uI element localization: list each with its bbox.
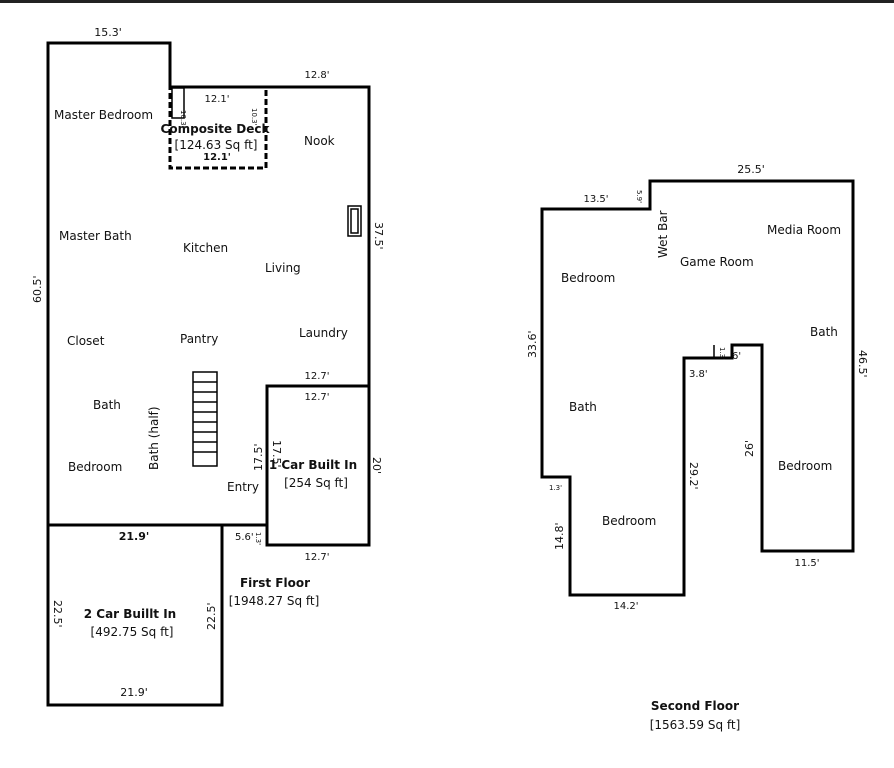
room-master-bedroom: Master Bedroom <box>54 108 153 122</box>
room-bedroom-top: Bedroom <box>561 271 615 285</box>
room-bath-half: Bath (half) <box>147 406 161 470</box>
ff-dim-entry-small: 1.3' <box>254 532 262 545</box>
garage2-dim-top: 21.9' <box>119 530 150 543</box>
deck-step <box>171 87 185 119</box>
room-entry: Entry <box>227 480 259 494</box>
room-closet: Closet <box>67 334 105 348</box>
room-bedroom-right: Bedroom <box>778 459 832 473</box>
sf-dim-inner-top: 6' <box>732 351 741 362</box>
garage1-dim-right: 20' <box>370 457 383 474</box>
room-laundry: Laundry <box>299 326 348 340</box>
sf-dim-inner-left: 29.2' <box>687 462 700 490</box>
sf-dim-bottom-right: 11.5' <box>794 558 819 569</box>
second-floor: Wet Bar Game Room Media Room Bedroom Bat… <box>526 163 869 732</box>
one-car-garage-outline <box>265 384 371 547</box>
deck-title: Composite Deck <box>161 122 271 136</box>
garage1-dim-left-inner: 17.5' <box>270 440 283 468</box>
deck-dim-bottom: 12.1' <box>203 152 231 163</box>
room-bath: Bath <box>93 398 121 412</box>
second-floor-area: [1563.59 Sq ft] <box>650 718 741 732</box>
ff-dim-top-left: 15.3' <box>94 26 122 39</box>
deck-dim-left: 10.3' <box>179 110 187 128</box>
room-bath-left: Bath <box>569 400 597 414</box>
deck-dim-top: 12.1' <box>204 94 229 105</box>
sf-dim-inner-right: 26' <box>743 440 756 457</box>
room-kitchen: Kitchen <box>183 241 228 255</box>
first-floor-area: [1948.27 Sq ft] <box>229 594 320 608</box>
room-pantry: Pantry <box>180 332 218 346</box>
second-floor-title: Second Floor <box>651 699 739 713</box>
garage1-dim-bottom: 12.7' <box>304 552 329 563</box>
first-floor-title: First Floor <box>240 576 310 590</box>
stairs <box>192 371 218 467</box>
garage1-dim-left: 17.5' <box>252 443 265 471</box>
garage2-dim-right: 22.5' <box>205 602 218 630</box>
first-floor: Master Bedroom Master Bath Kitchen Livin… <box>31 26 385 707</box>
room-bedroom: Bedroom <box>68 460 122 474</box>
room-nook: Nook <box>304 134 335 148</box>
ff-dim-left: 60.5' <box>31 275 44 303</box>
sf-dim-bottom-mid: 14.2' <box>613 601 638 612</box>
fireplace-symbol <box>347 205 362 237</box>
room-bath-right: Bath <box>810 325 838 339</box>
sf-dim-inner-step: 3.8' <box>689 369 708 380</box>
garage1-dim-top-inner: 12.7' <box>304 392 329 403</box>
ff-dim-entry-width: 5.6' <box>235 532 254 543</box>
composite-deck-outline <box>168 85 268 170</box>
deck-area: [124.63 Sq ft] <box>175 138 258 152</box>
room-master-bath: Master Bath <box>59 229 132 243</box>
garage2-dim-left: 22.5' <box>51 600 64 628</box>
two-car-garage-outline <box>46 523 224 707</box>
sf-dim-inner-small: 1.3' <box>718 347 726 360</box>
second-floor-outline <box>540 179 855 597</box>
sf-dim-step: 5.9' <box>635 190 643 203</box>
fireplace-inner <box>350 208 359 234</box>
sf-dim-small-left: 1.3' <box>549 484 562 492</box>
garage1-title: 1 Car Built In <box>269 458 357 472</box>
ff-dim-right: 37.5' <box>372 222 385 250</box>
sf-dim-left: 33.6' <box>526 330 539 358</box>
sf-dim-top: 25.5' <box>737 163 765 176</box>
ff-dim-top-right: 12.8' <box>304 70 329 81</box>
garage2-dim-bottom: 21.9' <box>120 686 148 699</box>
room-living: Living <box>265 261 301 275</box>
sf-dim-right: 46.5' <box>856 350 869 378</box>
sf-dim-left-lower: 14.8' <box>553 522 566 550</box>
room-bedroom-bottom: Bedroom <box>602 514 656 528</box>
room-game-room: Game Room <box>680 255 754 269</box>
garage1-area: [254 Sq ft] <box>284 476 348 490</box>
garage2-title: 2 Car Buillt In <box>84 607 176 621</box>
sf-dim-top-left: 13.5' <box>583 194 608 205</box>
garage1-dim-top-outer: 12.7' <box>304 371 329 382</box>
deck-dim-right: 10.3' <box>250 108 258 126</box>
garage2-area: [492.75 Sq ft] <box>91 625 174 639</box>
room-wet-bar: Wet Bar <box>656 210 670 258</box>
room-media-room: Media Room <box>767 223 841 237</box>
